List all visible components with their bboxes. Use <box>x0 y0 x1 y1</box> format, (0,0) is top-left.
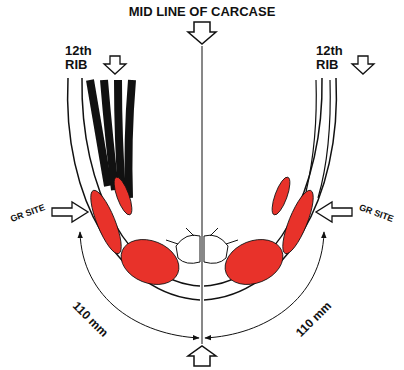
gr-site-label: GR SITE <box>357 203 394 225</box>
rib-label: 12th RIB <box>65 44 99 73</box>
muscle <box>85 175 319 293</box>
outline-arrow <box>188 22 216 44</box>
dimension-label: 110 mm <box>294 300 334 340</box>
gr-site-arrow <box>52 202 88 222</box>
rib-outline <box>306 80 330 198</box>
outline-arrow <box>188 346 216 366</box>
rib-arrow <box>352 56 374 74</box>
gr-site-label: GR SITE <box>9 203 46 225</box>
rib-label: 12th RIB <box>316 44 350 73</box>
rib-arrow <box>104 56 126 74</box>
vertebra <box>166 228 238 263</box>
gr-site-arrow <box>316 202 352 222</box>
dimension-label: 110 mm <box>70 300 110 340</box>
carcase-outline <box>68 78 337 300</box>
mid-line <box>202 46 203 344</box>
midline-title: MID LINE OF CARCASE <box>129 5 276 19</box>
rib-bands <box>90 80 132 198</box>
